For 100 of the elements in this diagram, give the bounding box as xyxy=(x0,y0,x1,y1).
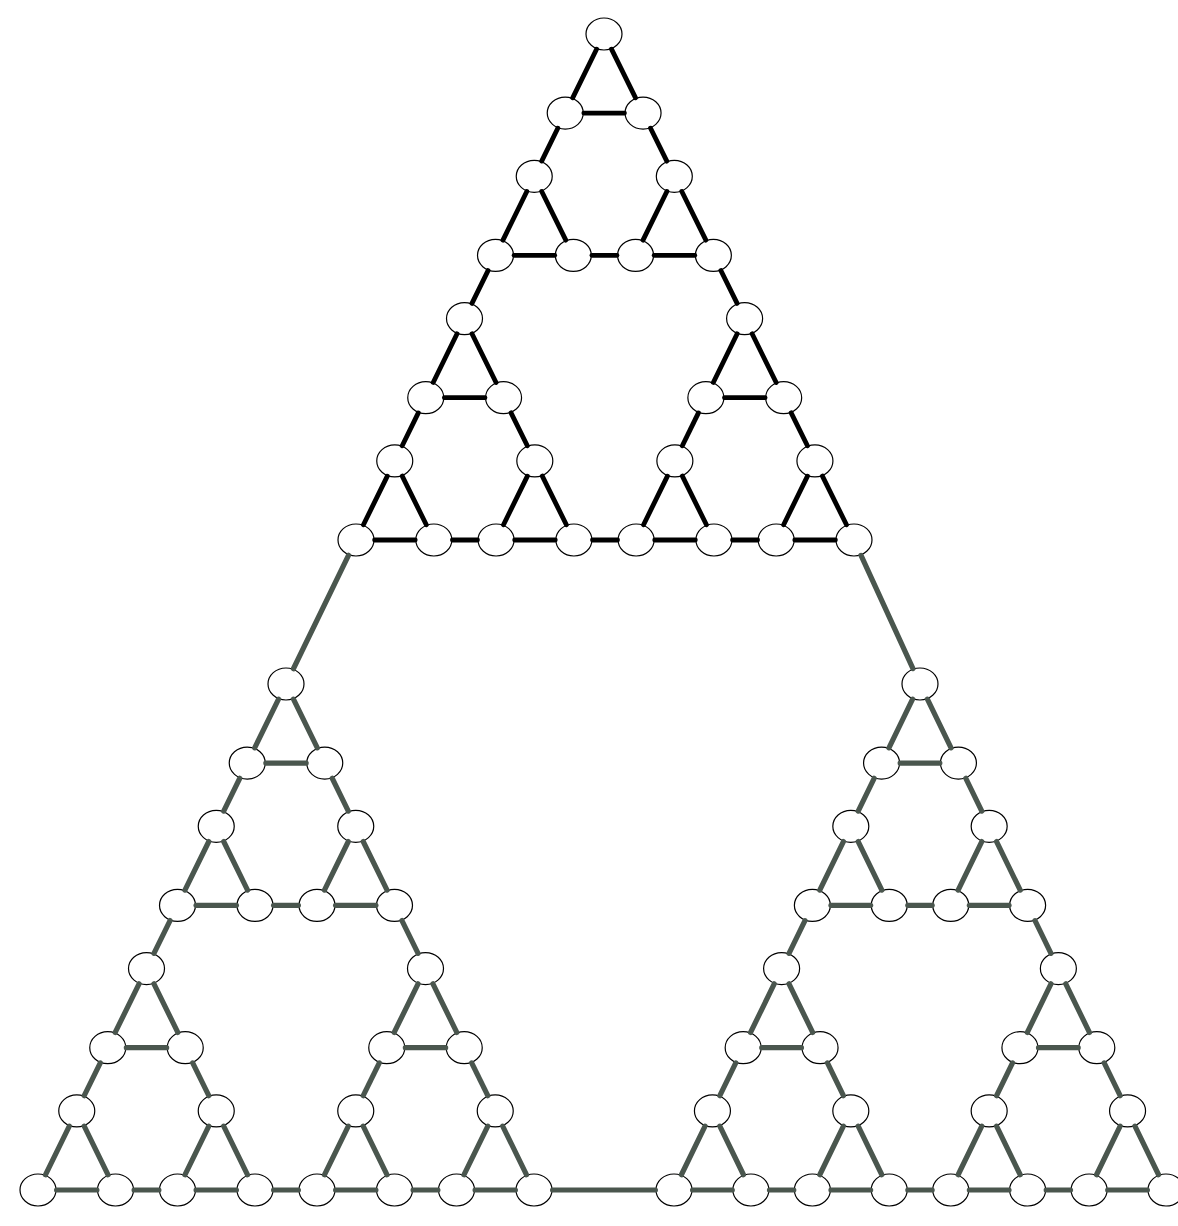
edge-line xyxy=(402,1045,449,1051)
node-circle xyxy=(694,238,732,272)
edge-line xyxy=(730,537,760,543)
edge-line xyxy=(749,331,779,385)
edge-line xyxy=(372,537,418,543)
edge-line xyxy=(360,1123,390,1178)
node-circle xyxy=(337,1094,375,1128)
edge-line xyxy=(472,1187,518,1193)
edge-line xyxy=(193,1187,239,1193)
edge-line xyxy=(905,902,935,908)
edge-line xyxy=(252,696,282,751)
node-circle xyxy=(236,1173,274,1207)
node-circle xyxy=(765,381,803,415)
edge-line xyxy=(678,1123,708,1178)
node-circle xyxy=(624,96,662,130)
edge-line xyxy=(828,902,874,908)
edge-line xyxy=(788,410,810,449)
node-circle xyxy=(656,444,694,478)
edge-line xyxy=(717,1123,747,1178)
node-circle xyxy=(236,888,274,922)
node-circle xyxy=(1009,1173,1047,1207)
node-circle xyxy=(476,238,515,272)
node-circle xyxy=(158,888,197,922)
node-circle xyxy=(58,1094,96,1128)
edge-line xyxy=(271,902,301,908)
node-circle xyxy=(515,159,553,193)
edge-line xyxy=(430,331,460,385)
node-circle xyxy=(835,523,873,557)
edge-line xyxy=(641,473,670,528)
edge-line xyxy=(640,189,670,243)
edge-line xyxy=(193,902,239,908)
node-circle xyxy=(197,1094,235,1128)
edge-line xyxy=(759,1045,805,1051)
edge-line xyxy=(955,1123,985,1178)
node-circle xyxy=(555,523,593,557)
edge-line xyxy=(321,838,351,893)
edge-line xyxy=(855,838,885,893)
edge-line xyxy=(182,838,212,893)
edge-line xyxy=(748,981,777,1036)
node-circle xyxy=(832,1094,870,1128)
edge-line xyxy=(290,696,320,751)
edge-line xyxy=(263,760,309,766)
edge-line xyxy=(855,775,877,814)
edge-line xyxy=(1093,1123,1123,1178)
edge-line xyxy=(710,331,740,385)
node-circle xyxy=(687,381,725,415)
edge-line xyxy=(321,1123,351,1178)
node-circle xyxy=(757,523,795,557)
node-circle xyxy=(862,746,901,780)
edge-line xyxy=(329,775,351,814)
edge-line xyxy=(680,473,709,528)
node-circle xyxy=(515,1173,553,1207)
node-circle xyxy=(617,523,655,557)
node-circle xyxy=(616,238,655,272)
edge-line xyxy=(1101,1060,1123,1099)
edge-line xyxy=(81,1123,111,1178)
node-circle xyxy=(298,888,336,922)
edge-line xyxy=(469,331,499,385)
node-circle xyxy=(337,523,375,557)
edge-line xyxy=(828,1187,874,1193)
node-circle xyxy=(870,1173,908,1207)
node-circle xyxy=(158,1173,197,1207)
edge-line xyxy=(955,838,985,893)
node-circle xyxy=(375,888,414,922)
edge-line xyxy=(766,1187,797,1193)
edge-line xyxy=(511,252,558,258)
edge-line xyxy=(855,1123,885,1178)
edge-line xyxy=(963,775,985,814)
edge-line xyxy=(1032,918,1054,956)
edge-line xyxy=(820,473,849,528)
edge-line xyxy=(399,473,429,528)
edge-line xyxy=(966,902,1012,908)
node-circle xyxy=(970,1094,1008,1128)
edge-line xyxy=(81,1060,103,1099)
node-circle xyxy=(832,809,870,843)
edge-line xyxy=(500,1123,530,1178)
edge-line xyxy=(679,189,709,243)
edge-line xyxy=(399,918,421,956)
edge-line xyxy=(391,981,421,1036)
node-circle xyxy=(585,17,623,51)
node-circle xyxy=(554,238,592,272)
node-circle xyxy=(306,746,344,780)
edge-line xyxy=(501,473,530,528)
edge-line xyxy=(824,1060,846,1099)
node-circle xyxy=(445,302,484,336)
node-circle xyxy=(939,746,978,780)
edge-line xyxy=(182,1123,212,1178)
node-circle xyxy=(870,888,908,922)
node-circle xyxy=(337,809,375,843)
edge-line xyxy=(123,1045,170,1051)
node-circle xyxy=(19,1173,57,1207)
node-circle xyxy=(406,952,445,986)
node-circle xyxy=(763,952,801,986)
edge-line xyxy=(858,552,916,672)
edge-line xyxy=(1132,1123,1162,1178)
edge-line xyxy=(581,110,627,116)
edge-line xyxy=(539,189,569,243)
edge-line xyxy=(190,1060,212,1099)
edge-line xyxy=(1035,1045,1081,1051)
node-circle xyxy=(1108,1094,1147,1128)
